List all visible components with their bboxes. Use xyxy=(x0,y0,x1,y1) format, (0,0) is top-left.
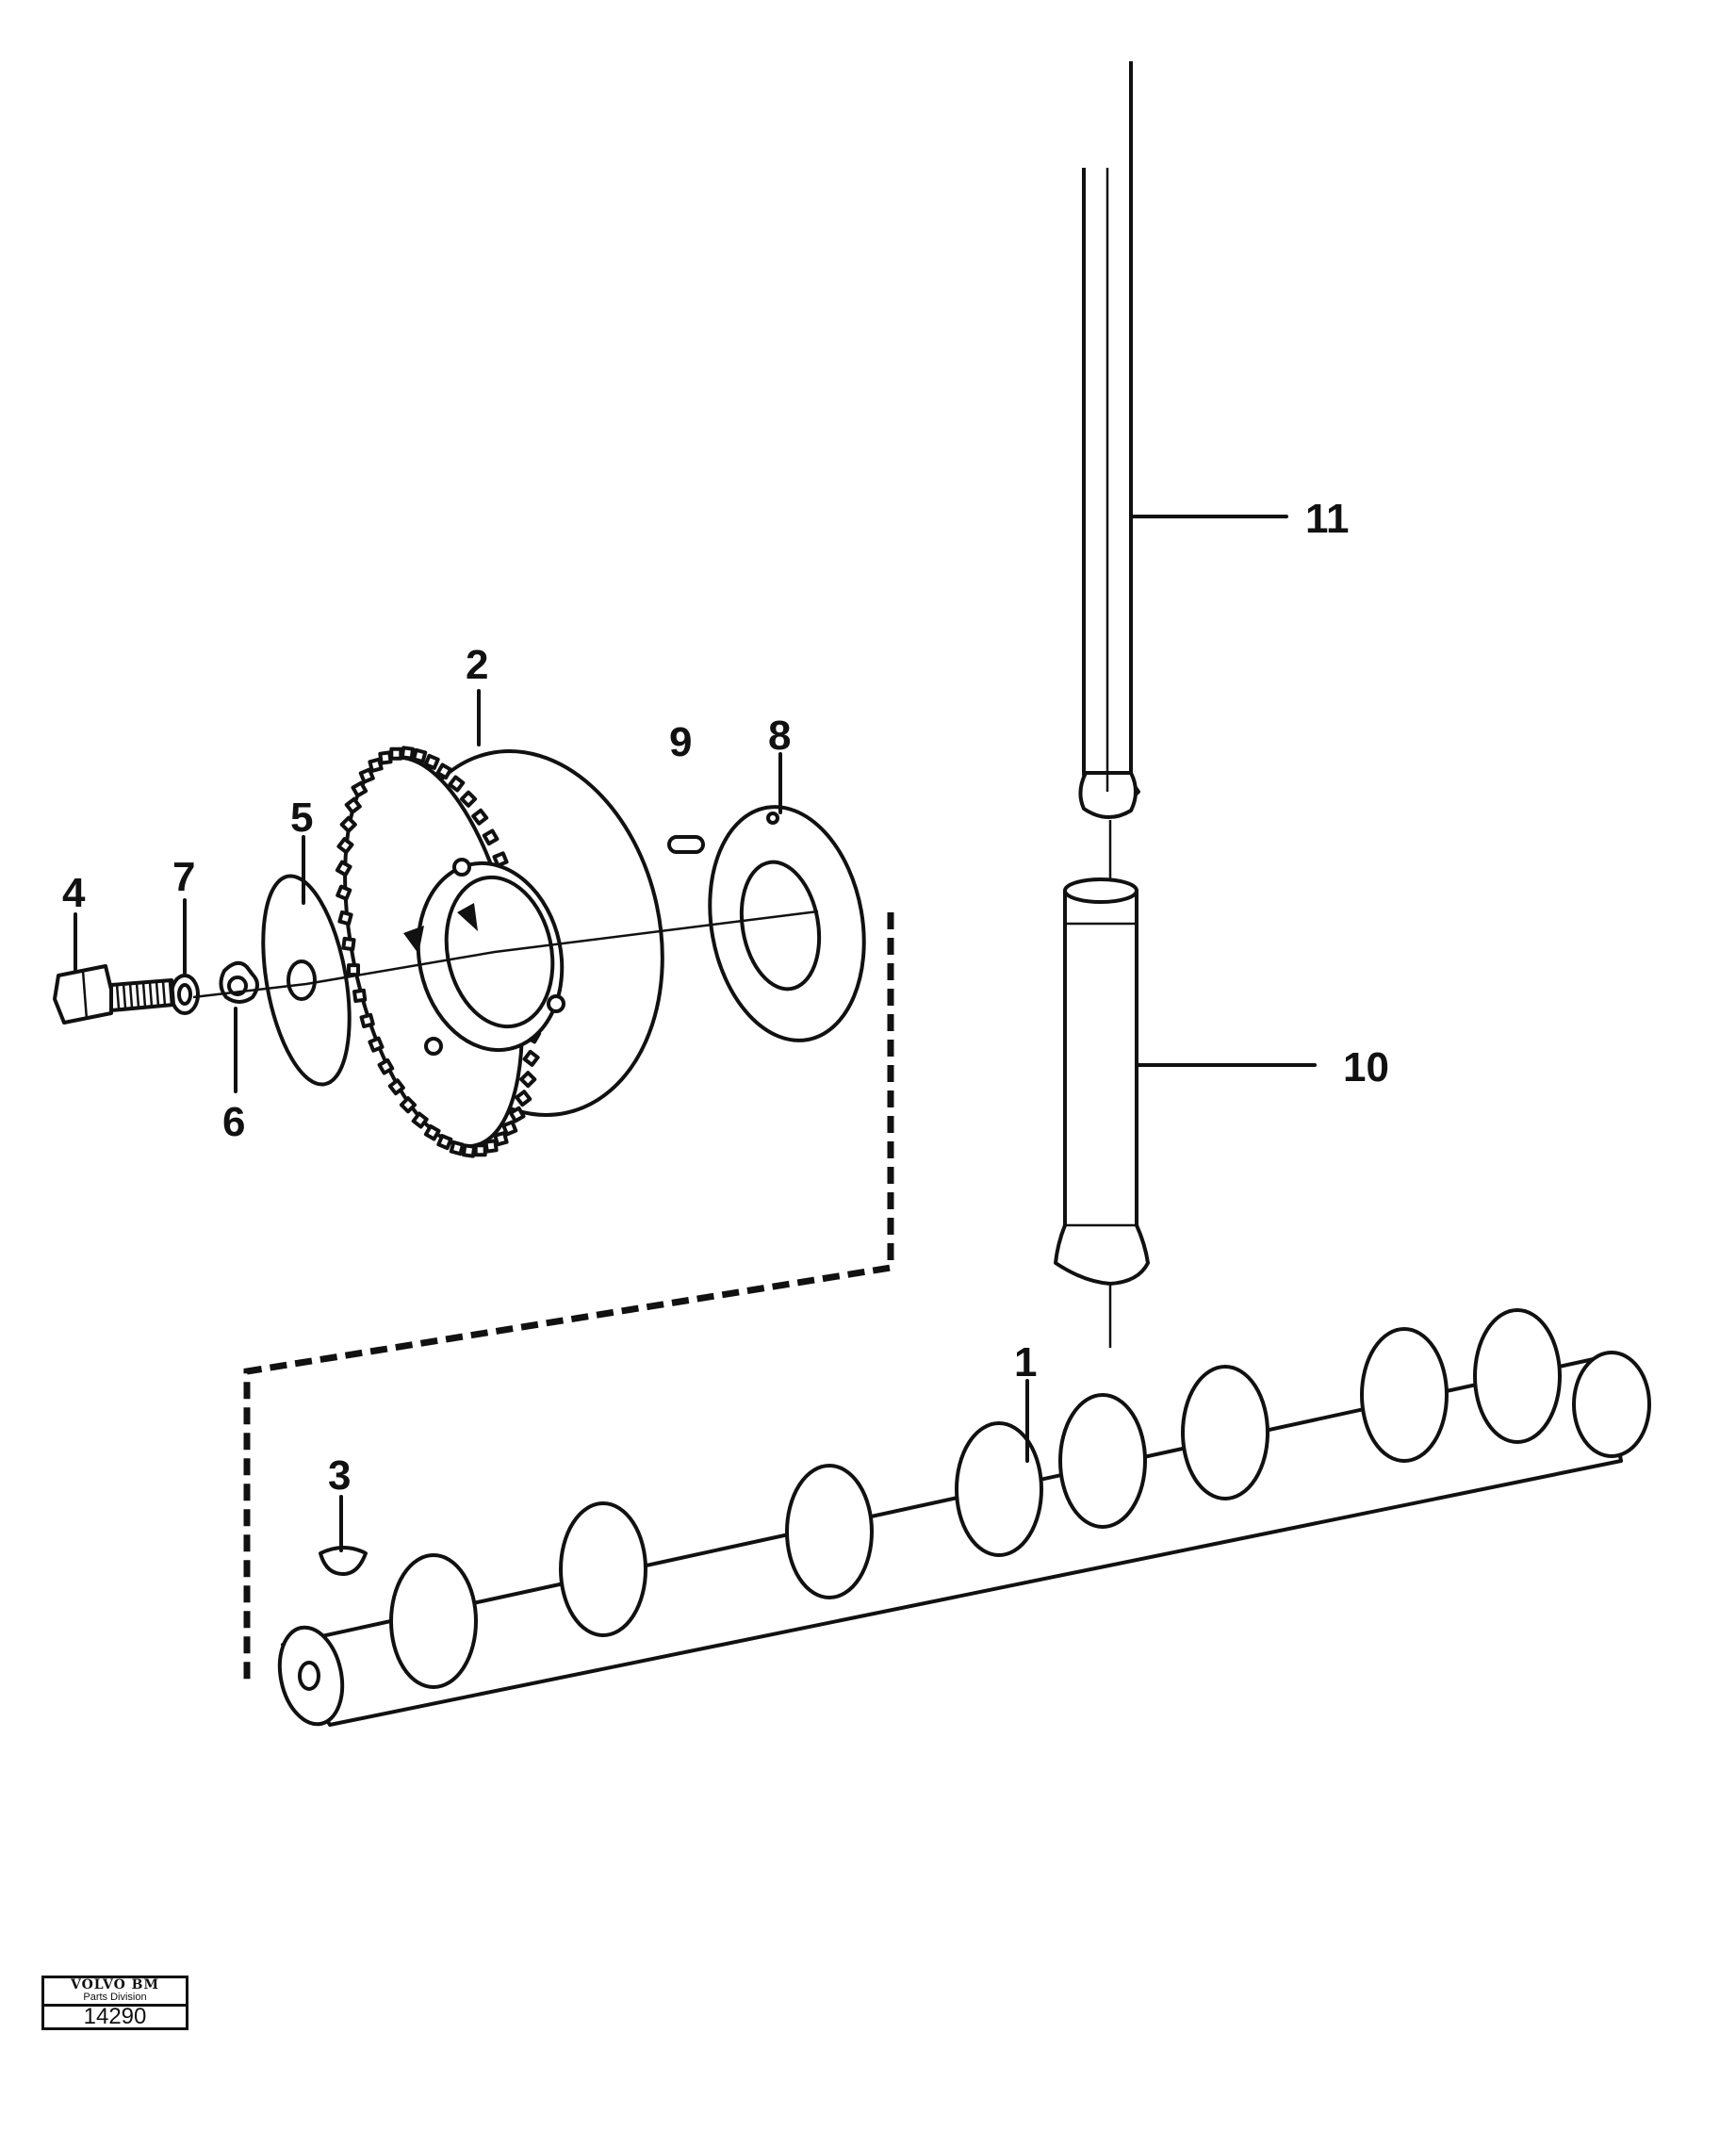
gear-tooth xyxy=(435,762,453,780)
spring-washer xyxy=(170,974,200,1015)
bolt-thread xyxy=(155,981,160,1007)
gear-tooth xyxy=(358,767,375,784)
bolt xyxy=(53,964,175,1025)
callout-1: 1 xyxy=(1014,1339,1037,1386)
gear-tooth xyxy=(368,1036,385,1053)
callout-11: 11 xyxy=(1305,496,1350,542)
brand-division: Parts Division xyxy=(83,1992,147,2003)
callout-7: 7 xyxy=(172,854,195,900)
gear-tooth xyxy=(336,884,352,901)
gear-tooth xyxy=(359,1012,375,1029)
title-block-header: VOLVO BM Parts Division xyxy=(44,1978,186,2007)
gear-tooth xyxy=(501,1120,518,1137)
gear-tooth xyxy=(411,747,428,764)
gear-tooth xyxy=(335,860,352,877)
lock-washer xyxy=(219,960,259,1004)
gear-tooth xyxy=(377,1058,395,1075)
pin xyxy=(667,835,705,854)
bearing-journal xyxy=(1058,1393,1147,1529)
gear-tooth xyxy=(483,1139,499,1154)
gear-tooth xyxy=(378,750,393,765)
cam-lobe xyxy=(1181,1365,1269,1500)
bolt-thread xyxy=(115,983,121,1009)
gear-tooth xyxy=(400,746,416,761)
gear-tooth xyxy=(347,963,361,977)
gear-tooth xyxy=(336,837,354,855)
callout-8: 8 xyxy=(768,713,791,759)
woodruff-key xyxy=(319,1546,368,1576)
drawing-number: 14290 xyxy=(83,2004,147,2029)
bolt-thread xyxy=(122,983,127,1008)
gear-tooth xyxy=(423,753,440,770)
gear-tooth xyxy=(473,1143,487,1157)
bolt-thread xyxy=(141,982,147,1008)
bolt-thread xyxy=(148,981,154,1008)
gear-tooth xyxy=(471,808,489,826)
cam-lobe xyxy=(955,1421,1043,1557)
thrust-washer xyxy=(708,805,866,1042)
bearing-journal xyxy=(1360,1327,1449,1463)
cam-lobe xyxy=(559,1501,647,1637)
gear-tooth xyxy=(399,1096,418,1114)
gear-tooth xyxy=(339,815,357,833)
gear-tooth xyxy=(344,796,362,814)
tappet xyxy=(1054,820,1150,1348)
gear-tooth xyxy=(482,828,500,846)
callout-2: 2 xyxy=(466,642,488,688)
gear-tooth xyxy=(492,851,509,868)
bolt-thread xyxy=(168,980,173,1006)
callout-6: 6 xyxy=(222,1099,245,1145)
bolt-thread xyxy=(161,981,167,1007)
gear-tooth xyxy=(448,775,466,793)
bolt-thread xyxy=(128,983,134,1008)
gear-tooth xyxy=(459,790,478,808)
gear-tooth xyxy=(337,910,353,926)
gear-tooth xyxy=(436,1134,453,1151)
brand-logo: VOLVO BM xyxy=(70,1977,159,1992)
gear-tooth xyxy=(423,1123,441,1141)
gear-tooth xyxy=(522,1049,540,1067)
callout-10: 10 xyxy=(1343,1044,1389,1090)
title-block: VOLVO BM Parts Division 14290 xyxy=(41,1976,188,2030)
camshaft xyxy=(277,1308,1651,1727)
callout-5: 5 xyxy=(290,795,313,841)
callout-3: 3 xyxy=(328,1452,351,1499)
gear-tooth xyxy=(352,988,368,1004)
gear-tooth xyxy=(389,746,403,761)
gear-tooth xyxy=(411,1111,429,1129)
bolt-thread xyxy=(135,982,140,1008)
callout-9: 9 xyxy=(669,719,692,765)
gear-tooth xyxy=(519,1071,537,1089)
gear-tooth xyxy=(515,1090,532,1107)
gear-tooth xyxy=(461,1143,477,1158)
gear-tooth xyxy=(508,1106,526,1123)
gear-tooth xyxy=(351,780,368,798)
gear-tooth xyxy=(341,936,356,952)
bearing-journal xyxy=(389,1553,478,1689)
gear-tooth xyxy=(449,1140,466,1156)
gear-washer xyxy=(261,874,352,1087)
camshaft-gear xyxy=(335,746,664,1158)
push-rod xyxy=(1078,61,1140,819)
gear-tooth xyxy=(387,1078,405,1096)
cam-lobe xyxy=(1473,1308,1562,1444)
bearing-journal xyxy=(785,1464,874,1599)
leader-lines xyxy=(74,515,1317,1552)
callout-4: 4 xyxy=(62,870,86,916)
